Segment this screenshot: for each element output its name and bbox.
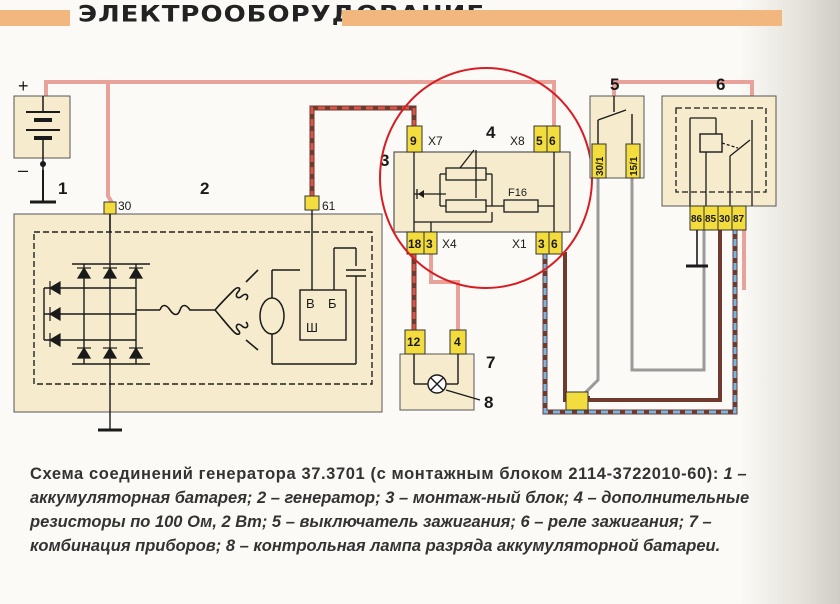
battery: + – 1 — [13, 76, 71, 204]
caption-item-2-text: – генератор; — [266, 489, 386, 507]
ignition-relay: 6 86 85 30 87 — [661, 75, 777, 268]
pin-x8-5: 5 — [536, 134, 543, 148]
caption-item-8-text: – контрольная лампа разряда аккумуляторн… — [235, 537, 721, 555]
caption-item-4-number: 4 — [573, 489, 583, 507]
pin-x1-3: 3 — [538, 237, 545, 251]
pin-x4-18: 18 — [408, 237, 422, 251]
caption-item-2-number: 2 — [257, 489, 267, 507]
caption-item-3-number: 3 — [385, 489, 395, 507]
label-component-8: 8 — [484, 393, 493, 412]
pin-x4-3: 3 — [426, 237, 433, 251]
battery-minus-label: – — [18, 160, 28, 180]
wiring-diagram: + – 1 2 30 61 — [13, 67, 777, 432]
relay-pin-85: 85 — [705, 214, 717, 225]
terminal-61-pin — [304, 195, 320, 211]
caption-item-1-text: – аккумуляторная батарея; — [30, 465, 747, 507]
caption-item-5: 5 – выключатель зажигания; — [272, 513, 521, 531]
page-header: ЭЛЕКТРООБОРУДОВАНИЕ — [0, 0, 840, 36]
fuse-label: F16 — [508, 187, 527, 199]
connector-x1-label: X1 — [512, 237, 527, 251]
label-component-4: 4 — [486, 123, 496, 142]
caption-item-8: 8 – контрольная лампа разряда аккумулято… — [226, 537, 720, 555]
connector-x8-label: X8 — [510, 134, 525, 148]
instrument-cluster: 7 12 4 8 — [399, 329, 495, 412]
label-component-1: 1 — [58, 179, 67, 198]
caption-lead: Схема соединений генератора 37.3701 (с м… — [30, 465, 719, 483]
regulator-label-b: В — [306, 296, 315, 311]
label-component-5: 5 — [610, 75, 619, 94]
switch-pin-15-1: 15/1 — [629, 156, 640, 176]
caption-item-3-text: – монтаж-ный блок; — [394, 489, 574, 507]
caption-item-2: 2 – генератор; — [257, 489, 385, 507]
regulator-label-b2: Б — [328, 296, 337, 311]
header-stripe-left — [0, 10, 70, 26]
caption-item-6-number: 6 — [520, 513, 530, 531]
wire-pink-battery-to-block — [44, 80, 556, 208]
caption-item-1: 1 – аккумуляторная батарея; — [30, 465, 747, 507]
caption-item-5-number: 5 — [271, 513, 282, 531]
label-component-3: 3 — [380, 151, 389, 170]
pin-x7-9: 9 — [410, 134, 417, 148]
ignition-switch: 5 30/1 15/1 — [589, 75, 645, 179]
wire-x4-to-cluster — [411, 252, 460, 330]
caption-item-5-text: – выключатель зажигания; — [281, 513, 521, 531]
switch-pin-30-1: 30/1 — [595, 156, 606, 176]
mounting-block: 3 4 9 X7 X8 5 6 18 3 X4 X1 3 6 — [380, 123, 571, 255]
cluster-pin-12: 12 — [407, 335, 421, 349]
caption-item-4-text: – дополнительные резисторы по 100 Ом, 2 … — [30, 489, 750, 531]
regulator-label-sh: Ш — [306, 320, 318, 335]
wire-blue-x1-to-relay — [542, 178, 738, 415]
generator: 2 30 61 — [13, 179, 383, 432]
pin-x8-6: 6 — [549, 134, 556, 148]
inline-connector — [565, 391, 589, 411]
caption-item-6: 6 – реле зажигания; — [520, 513, 688, 531]
wire-pink-switch-relay — [612, 80, 754, 290]
terminal-30-label: 30 — [118, 199, 132, 213]
connector-x4-label: X4 — [442, 237, 457, 251]
terminal-30-pin — [103, 201, 117, 215]
caption-item-6-text: – реле зажигания; — [529, 513, 689, 531]
caption-item-1-number: 1 — [723, 465, 733, 483]
label-component-2: 2 — [200, 179, 209, 198]
cluster-pin-4: 4 — [454, 335, 461, 349]
relay-pin-86: 86 — [691, 214, 703, 225]
caption-item-4: 4 – дополнительные резисторы по 100 Ом, … — [30, 489, 749, 531]
caption-item-7: 7 – комбинация приборов; — [30, 513, 712, 555]
caption-item-8-number: 8 — [225, 537, 236, 555]
relay-pin-30: 30 — [719, 214, 731, 225]
header-stripe-right — [342, 10, 782, 26]
terminal-61-label: 61 — [322, 199, 336, 213]
caption-item-3: 3 – монтаж-ный блок; — [385, 489, 574, 507]
figure-caption: Схема соединений генератора 37.3701 (с м… — [30, 462, 790, 558]
label-component-6: 6 — [716, 75, 725, 94]
connector-x7-label: X7 — [428, 134, 443, 148]
caption-item-7-text: – комбинация приборов; — [30, 513, 712, 555]
pin-x1-6: 6 — [551, 237, 558, 251]
label-component-7: 7 — [486, 353, 495, 372]
caption-item-7-number: 7 — [688, 513, 698, 531]
wire-brown-61-to-x7 — [309, 105, 417, 198]
battery-plus-label: + — [18, 76, 29, 96]
relay-pin-87: 87 — [733, 214, 745, 225]
